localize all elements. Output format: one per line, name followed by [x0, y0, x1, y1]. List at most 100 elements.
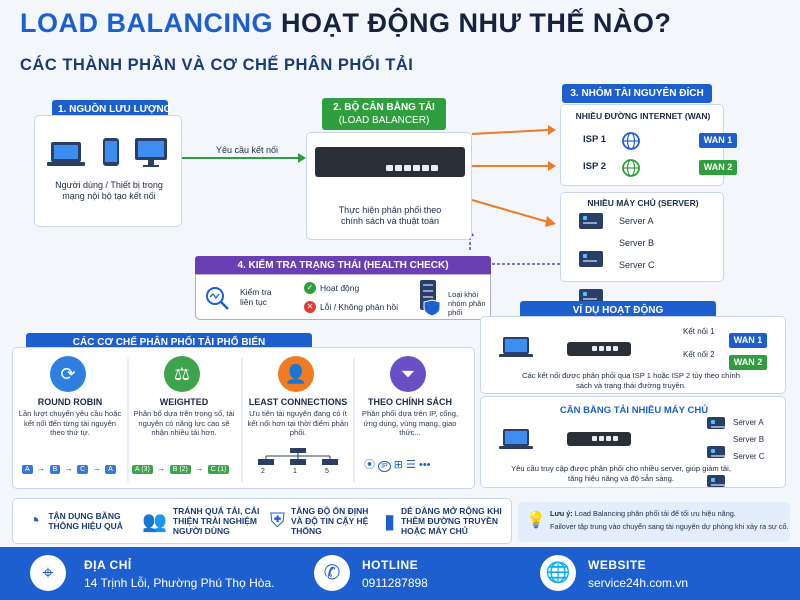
mechanism-policy: ⏷ THEO CHÍNH SÁCH Phân phối dựa trên IP,…: [356, 352, 464, 480]
example-laptop-icon-2: [499, 429, 533, 449]
layers-icon: ☰: [406, 459, 416, 471]
benefit-scale: ▮ DỄ DÀNG MỞ RỘNG KHI THÊM ĐƯỜNG TRUYỀN …: [384, 500, 510, 542]
health-label: 4. KIỂM TRA TRẠNG THÁI (HEALTH CHECK): [195, 256, 491, 275]
check-icon: ✓: [304, 282, 316, 294]
least-count-2: 1: [293, 468, 297, 475]
server-panel: NHIỀU MÁY CHỦ (SERVER) Server A Server B…: [560, 192, 724, 305]
balancer-desc: Thực hiện phân phối theo chính sách và t…: [338, 205, 442, 226]
example-server-panel: CÂN BẰNG TẢI NHIỀU MÁY CHỦ Server A Serv…: [480, 396, 786, 488]
weighted-chip: C (1): [207, 465, 230, 474]
tree-root-server-icon: [290, 448, 306, 453]
benefit-text: TẬN DỤNG BĂNG THÔNG HIỆU QUẢ: [48, 511, 123, 531]
tree-server-icon-3: [322, 459, 338, 465]
footer-address: ⌖ ĐỊA CHỈ 14 Trịnh Lỗi, Phường Phú Thọ H…: [0, 547, 274, 600]
rr-chip: A: [105, 465, 116, 474]
benefits-panel: [12, 498, 512, 544]
footer-website-value[interactable]: service24h.com.vn: [588, 576, 689, 590]
benefit-stability: ⛨ TĂNG ĐỘ ỔN ĐỊNH VÀ ĐỘ TIN CẬY HỆ THỐNG: [270, 500, 380, 542]
benefit-text: TĂNG ĐỘ ỔN ĐỊNH VÀ ĐỘ TIN CẬY HỆ THỐNG: [291, 506, 369, 536]
health-remove-text: Loại khỏi nhóm phân phối: [448, 290, 486, 317]
footer-bar: ⌖ ĐỊA CHỈ 14 Trịnh Lỗi, Phường Phú Thọ H…: [0, 547, 800, 600]
least-connections-desc: Ưu tiên tài nguyên đang có ít kết nối hơ…: [247, 409, 349, 437]
balancer-label-sub: (LOAD BALANCER): [338, 115, 430, 126]
lb-arrow-3: [471, 199, 549, 223]
tree-server-icon-1: [258, 459, 274, 465]
wan1-badge: WAN 1: [699, 133, 737, 148]
round-robin-chips: A → B → C → A: [22, 458, 116, 476]
globe-icons: [622, 132, 640, 177]
benefit-text: DỄ DÀNG MỞ RỘNG KHI THÊM ĐƯỜNG TRUYỀN HO…: [401, 506, 502, 536]
footer-address-label: ĐỊA CHỈ: [84, 558, 132, 572]
mechanism-round-robin: ⟳ ROUND ROBIN Lần lượt chuyển yêu cầu ho…: [16, 352, 124, 480]
footer-website: 🌐 WEBSITE service24h.com.vn: [530, 547, 800, 600]
ip-icon: IP: [378, 461, 391, 472]
lb-arrow-head-2: [548, 161, 556, 171]
ex-server-icon-b: [707, 446, 725, 458]
server-title: NHIỀU MÁY CHỦ (SERVER): [587, 198, 699, 208]
title-part2: HOẠT ĐỘNG NHƯ THẾ NÀO?: [281, 8, 672, 38]
server-icon-a: [579, 213, 603, 229]
footer-address-value: 14 Trịnh Lỗi, Phường Phú Thọ Hòa.: [84, 576, 275, 590]
error-icon: ✕: [304, 301, 316, 313]
ex-server-c: Server C: [733, 452, 765, 461]
user-icon: 👤: [278, 356, 314, 392]
connect-arrow-head: [298, 153, 306, 163]
globe-icon-1: [622, 132, 640, 150]
example-conn2: Kết nối 2: [683, 350, 715, 359]
server-c-label: Server C: [619, 260, 655, 270]
phone-icon: [103, 138, 119, 166]
least-connections-tree: [258, 448, 338, 465]
connect-arrow-text: Yêu cầu kết nối: [216, 145, 279, 155]
wan-panel: NHIỀU ĐƯỜNG INTERNET (WAN) ISP 1 ISP 2 W…: [560, 104, 737, 186]
ex-server-a: Server A: [733, 418, 764, 427]
footer-website-label: WEBSITE: [588, 558, 647, 572]
users-icon: 👥: [142, 510, 167, 533]
footer-hotline-label: HOTLINE: [362, 558, 419, 572]
example-conn1: Kết nối 1: [683, 327, 715, 336]
example-wan2: WAN 2: [729, 355, 767, 370]
example-desc1: Các kết nối được phân phối qua ISP 1 hoặ…: [522, 371, 740, 390]
round-robin-name: ROUND ROBIN: [37, 397, 103, 407]
device-ports: [385, 158, 439, 176]
rr-chip: A: [22, 465, 33, 474]
wan2-badge: WAN 2: [699, 160, 737, 175]
example-lb-icon-2: [567, 432, 631, 446]
note-title: Lưu ý:: [550, 509, 573, 518]
isp1-label: ISP 1: [583, 134, 607, 145]
server-b-label: Server B: [619, 238, 655, 248]
benefit-bandwidth: ◔ TẬN DỤNG BĂNG THÔNG HIỆU QUẢ: [26, 500, 142, 542]
monitor-icon: [135, 138, 167, 167]
tree-server-icon-2: [290, 459, 306, 465]
weighted-chips: A (3) → B (2) → C (1): [132, 458, 230, 476]
page-title: LOAD BALANCING HOẠT ĐỘNG NHƯ THẾ NÀO?: [20, 8, 671, 39]
mechanism-weighted: ⚖ WEIGHTED Phân bổ dựa trên trọng số, tà…: [130, 352, 238, 480]
lb-arrow-head-3: [545, 216, 556, 227]
ex-server-b: Server B: [733, 435, 765, 444]
health-check-text: Kiểm tra liên tục: [240, 287, 272, 307]
round-robin-icon: ⟳: [50, 356, 86, 392]
location-pin-icon: ⦿: [364, 459, 375, 471]
benefit-experience: 👥 TRÁNH QUÁ TẢI, CẢI THIỆN TRẢI NGHIỆM N…: [142, 500, 266, 542]
round-robin-desc: Lần lượt chuyển yêu cầu hoặc kết nối đến…: [18, 409, 122, 437]
ex-server-icon-c: [707, 475, 725, 487]
grid-icon: ⊞: [393, 459, 403, 471]
example-desc2: Yêu cầu truy cập được phân phối cho nhiề…: [511, 464, 731, 483]
laptop-icon: [47, 142, 85, 166]
least-count-1: 2: [261, 468, 265, 475]
server-a-label: Server A: [619, 216, 654, 226]
magnifier-icon: [206, 287, 229, 310]
traffic-desc: Người dùng / Thiết bị trong mạng nội bộ …: [55, 180, 163, 201]
title-part1: LOAD BALANCING: [20, 8, 273, 38]
mechanism-least-connections: 👤 LEAST CONNECTIONS Ưu tiên tài nguyên đ…: [244, 352, 352, 480]
footer-hotline-value[interactable]: 0911287898: [362, 576, 428, 590]
gauge-icon: ◔: [28, 509, 41, 532]
more-icon: •••: [418, 459, 431, 471]
least-connections-name: LEAST CONNECTIONS: [248, 397, 348, 407]
weighted-chip: A (3): [132, 465, 153, 474]
policy-desc: Phân phối dựa trên IP, cổng, ứng dụng, v…: [361, 409, 459, 437]
lb-arrow-head-1: [548, 125, 556, 135]
bar-chart-icon: ▮: [384, 510, 396, 533]
filter-icon: ⏷: [390, 356, 426, 392]
weighted-desc: Phân bổ dựa trên trọng số, tài nguyên có…: [133, 409, 235, 437]
